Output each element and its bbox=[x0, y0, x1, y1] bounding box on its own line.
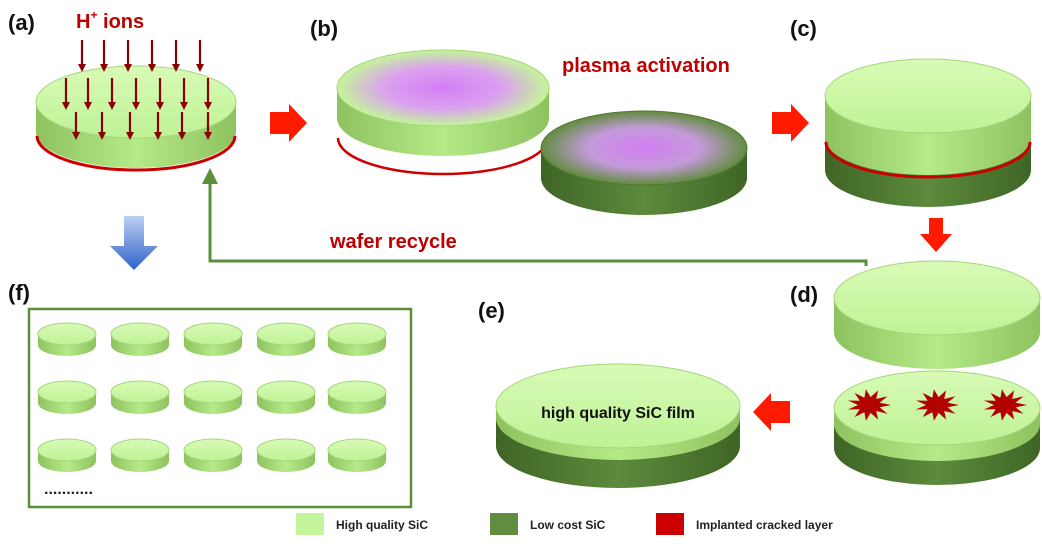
small-wafer bbox=[256, 322, 316, 356]
legend: High quality SiC Low cost SiC Implanted … bbox=[296, 513, 833, 535]
ion-arrow bbox=[72, 112, 80, 140]
legend-swatch-implanted bbox=[656, 513, 684, 535]
label-c: (c) bbox=[790, 16, 817, 41]
legend-swatch-low-cost bbox=[490, 513, 518, 535]
small-wafer bbox=[183, 380, 243, 414]
ion-arrow bbox=[196, 40, 204, 72]
red-arrow-a-b bbox=[270, 104, 307, 142]
crack-star bbox=[983, 389, 1027, 421]
small-wafer bbox=[256, 380, 316, 414]
label-b: (b) bbox=[310, 16, 338, 41]
ion-arrow bbox=[108, 78, 116, 110]
crack-stars bbox=[847, 389, 1027, 421]
red-arrow-b-c bbox=[772, 104, 809, 142]
implanted-layer-b bbox=[336, 137, 550, 176]
small-wafer bbox=[37, 380, 97, 414]
ion-arrow bbox=[126, 112, 134, 140]
label-d: (d) bbox=[790, 282, 818, 307]
small-wafer bbox=[110, 380, 170, 414]
wafer-d-top bbox=[833, 260, 1041, 369]
crack-star bbox=[847, 389, 891, 421]
legend-label-low-cost: Low cost SiC bbox=[530, 518, 606, 532]
ion-arrow bbox=[148, 40, 156, 72]
h-ions-title: H+ ions bbox=[76, 8, 144, 33]
wafer-recycle-label: wafer recycle bbox=[329, 231, 457, 253]
wafer-b-top bbox=[336, 49, 550, 176]
ion-arrow bbox=[84, 78, 92, 110]
legend-label-high-quality: High quality SiC bbox=[336, 518, 428, 532]
blue-arrow-a-f bbox=[110, 216, 158, 270]
small-wafer bbox=[110, 438, 170, 472]
ion-arrow bbox=[124, 40, 132, 72]
ion-arrows bbox=[62, 40, 212, 140]
ion-arrow bbox=[180, 78, 188, 110]
ion-arrow bbox=[204, 112, 212, 140]
implanted-layer-a bbox=[35, 135, 237, 172]
ion-arrow bbox=[100, 40, 108, 72]
legend-swatch-high-quality bbox=[296, 513, 324, 535]
small-wafer bbox=[37, 438, 97, 472]
small-wafer bbox=[37, 322, 97, 356]
film-label: high quality SiC film bbox=[541, 405, 695, 422]
wafer-d-bottom bbox=[833, 370, 1041, 485]
small-wafer bbox=[327, 438, 387, 472]
ion-arrow bbox=[132, 78, 140, 110]
small-wafer bbox=[256, 438, 316, 472]
ion-arrow bbox=[172, 40, 180, 72]
wafer-e bbox=[495, 363, 741, 488]
label-e: (e) bbox=[478, 298, 505, 323]
more-dots: ........... bbox=[44, 481, 93, 498]
small-wafer bbox=[183, 322, 243, 356]
ion-arrow bbox=[78, 40, 86, 72]
wafer-a bbox=[35, 65, 237, 172]
small-wafer bbox=[327, 322, 387, 356]
wafer-recycle-path bbox=[202, 168, 868, 266]
legend-label-implanted: Implanted cracked layer bbox=[696, 518, 833, 532]
wafer-c bbox=[824, 58, 1032, 207]
ion-arrow bbox=[62, 78, 70, 110]
ion-arrow bbox=[98, 112, 106, 140]
small-wafer bbox=[110, 322, 170, 356]
crack-star bbox=[915, 389, 959, 421]
red-arrow-d-e bbox=[753, 393, 790, 431]
wafer-grid-frame bbox=[27, 307, 413, 509]
plasma-label: plasma activation bbox=[562, 55, 730, 77]
bond-interface-c bbox=[824, 141, 1032, 179]
ion-arrow bbox=[154, 112, 162, 140]
ion-arrow bbox=[156, 78, 164, 110]
label-a: (a) bbox=[8, 10, 35, 35]
small-wafer bbox=[327, 380, 387, 414]
ion-arrow bbox=[178, 112, 186, 140]
label-f: (f) bbox=[8, 280, 30, 305]
red-arrow-c-d bbox=[920, 218, 952, 252]
small-wafer bbox=[183, 438, 243, 472]
wafer-grid bbox=[37, 322, 387, 472]
wafer-b-bottom bbox=[540, 110, 748, 215]
ion-arrow bbox=[204, 78, 212, 110]
